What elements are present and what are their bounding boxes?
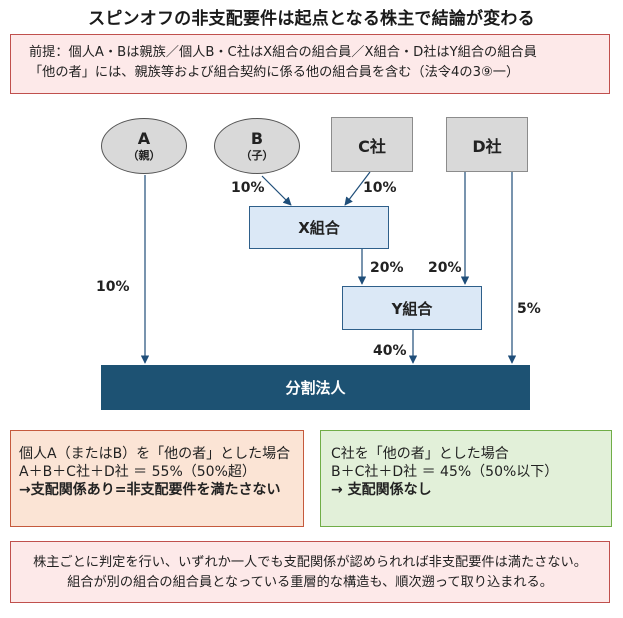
node-b-label: B bbox=[250, 128, 264, 148]
footer-note: 株主ごとに判定を行い、いずれか一人でも支配関係が認められれば非支配要件は満たさな… bbox=[10, 541, 610, 603]
node-b: B （子） bbox=[214, 118, 300, 174]
pct-d-to-y: 20% bbox=[428, 260, 462, 276]
case-c-line-1: C社を「他の者」とした場合 bbox=[331, 446, 509, 462]
case-c-line-2: B＋C社＋D社 ＝ 45%（50%以下） bbox=[331, 464, 559, 480]
pct-y-to-corp: 40% bbox=[373, 343, 407, 359]
node-x-label: X組合 bbox=[298, 219, 340, 237]
pct-a-to-corp: 10% bbox=[96, 279, 130, 295]
arrow-c-to-x bbox=[344, 171, 371, 206]
case-a-conclusion: →支配関係あり=非支配要件を満たさない bbox=[19, 482, 281, 498]
case-a-line-2: A＋B＋C社＋D社 ＝ 55%（50%超） bbox=[19, 464, 256, 480]
premise-line-2: 「他の者」には、親族等および組合契約に係る他の組合員を含む（法令4の3⑨一） bbox=[29, 65, 520, 80]
pct-x-to-y: 20% bbox=[370, 260, 404, 276]
node-y-label: Y組合 bbox=[391, 299, 433, 318]
node-b-sub: （子） bbox=[240, 148, 274, 162]
pct-c-to-x: 10% bbox=[363, 180, 397, 196]
footer-line-1: 株主ごとに判定を行い、いずれか一人でも支配関係が認められれば非支配要件は満たさな… bbox=[33, 555, 587, 570]
footer-line-2: 組合が別の組合の組合員となっている重層的な構造も、順次遡って取り込まれる。 bbox=[67, 575, 553, 590]
node-a-label: A bbox=[137, 128, 151, 148]
node-a: A （親） bbox=[101, 118, 187, 174]
case-c-conclusion: → 支配関係なし bbox=[331, 482, 432, 498]
node-c: C社 bbox=[331, 117, 413, 172]
case-c-box: C社を「他の者」とした場合 B＋C社＋D社 ＝ 45%（50%以下） → 支配関… bbox=[320, 430, 612, 527]
node-y: Y組合 bbox=[342, 286, 482, 330]
arrow-b-to-x bbox=[261, 175, 292, 206]
page-title: スピンオフの非支配要件は起点となる株主で結論が変わる bbox=[88, 9, 535, 29]
node-d: D社 bbox=[446, 117, 528, 172]
node-a-sub: （親） bbox=[127, 148, 161, 162]
pct-d-to-corp: 5% bbox=[517, 301, 541, 317]
premise-line-1: 前提：個人A・Bは親族／個人B・C社はX組合の組合員／X組合・D社はY組合の組合… bbox=[29, 45, 537, 60]
premise-box: 前提：個人A・Bは親族／個人B・C社はX組合の組合員／X組合・D社はY組合の組合… bbox=[10, 34, 610, 94]
node-corp: 分割法人 bbox=[101, 365, 530, 410]
node-c-label: C社 bbox=[358, 136, 386, 156]
pct-b-to-x: 10% bbox=[231, 180, 265, 196]
case-a-box: 個人A（またはB）を「他の者」とした場合 A＋B＋C社＋D社 ＝ 55%（50%… bbox=[10, 430, 304, 527]
node-x: X組合 bbox=[249, 206, 389, 249]
case-a-line-1: 個人A（またはB）を「他の者」とした場合 bbox=[19, 446, 291, 462]
node-d-label: D社 bbox=[472, 136, 502, 156]
node-corp-label: 分割法人 bbox=[285, 379, 346, 397]
